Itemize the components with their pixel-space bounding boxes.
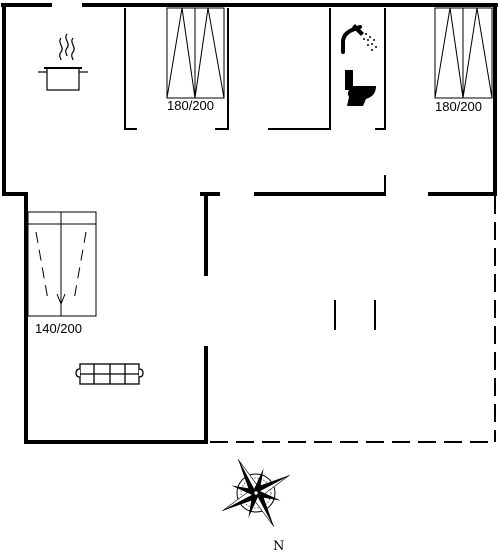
double-bed-icon [166,7,225,99]
sofa-icon [75,363,144,385]
terrace-dashed-outline [210,196,496,443]
terrace-door-marks [334,300,376,330]
bed-size-label: 180/200 [435,99,482,114]
bed-size-label: 180/200 [167,98,214,113]
double-bed-icon [434,7,493,99]
compass-rose-icon [222,459,290,527]
toilet-icon [345,70,376,106]
interior-walls [124,8,386,194]
cooking-pot-icon [38,33,88,91]
double-bed-icon [27,211,97,317]
compass-north-label: N [273,539,285,554]
bed-size-label: 140/200 [35,321,82,336]
shower-icon [341,24,377,54]
walls [1,3,498,444]
